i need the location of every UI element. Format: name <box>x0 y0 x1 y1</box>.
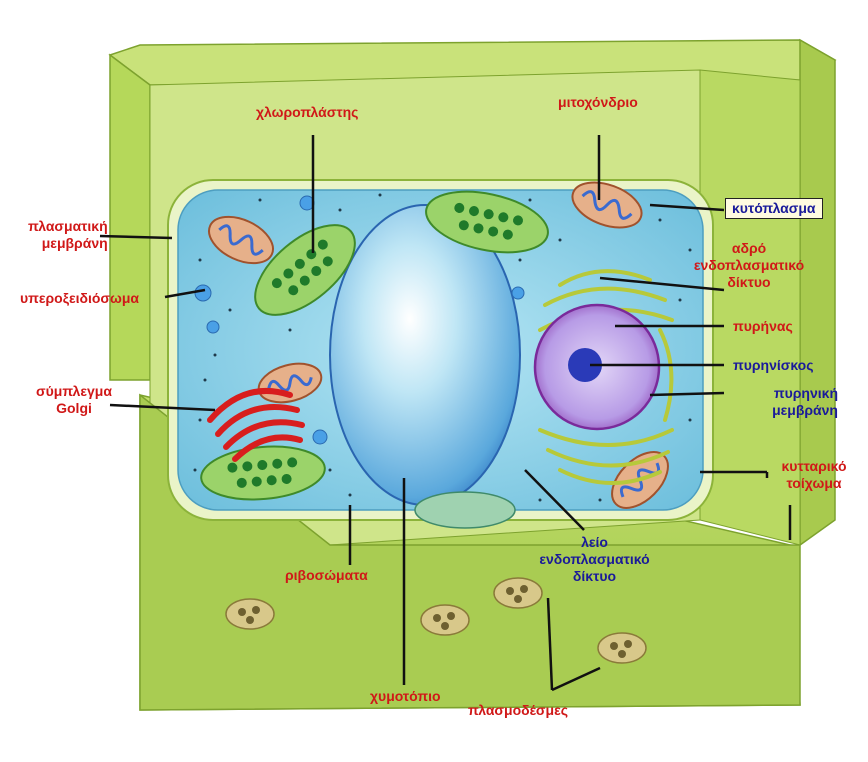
label-rough-er-line1: αδρό <box>731 240 767 256</box>
label-nuclear-membrane-line2: μεμβράνη <box>772 402 838 418</box>
plasmodesmata-pits <box>225 577 647 664</box>
label-rough-er: αδρό ενδοπλασματικό δίκτυο <box>684 240 814 291</box>
label-nucleolus: πυρηνίσκος <box>733 357 814 373</box>
label-plasmodesmata: πλασμοδέσμες <box>468 702 568 718</box>
label-peroxisome: υπεροξειδιόσωμα <box>20 290 139 306</box>
label-smooth-er-line3: δίκτυο <box>572 568 617 584</box>
label-chloroplast: χλωροπλάστης <box>256 104 359 120</box>
label-smooth-er-line1: λείο <box>581 534 608 550</box>
label-mitochondrion: μιτοχόνδριο <box>558 94 638 110</box>
golgi-apparatus <box>207 387 305 462</box>
label-smooth-er: λείο ενδοπλασματικό δίκτυο <box>527 534 662 585</box>
label-nuclear-membrane: πυρηνική μεμβράνη <box>733 385 838 419</box>
label-plasma-membrane-line1: πλασματική <box>28 218 108 234</box>
label-rough-er-line3: δίκτυο <box>727 274 771 290</box>
label-smooth-er-line2: ενδοπλασματικό <box>539 551 650 567</box>
label-vacuole: χυμοτόπιο <box>370 688 441 704</box>
label-golgi-line1: σύμπλεγμα <box>36 383 112 399</box>
label-ribosomes: ριβοσώματα <box>285 567 368 583</box>
label-rough-er-line2: ενδοπλασματικό <box>693 257 805 273</box>
chloroplasts <box>200 190 549 529</box>
label-cell-wall-line1: κυτταρικό <box>781 458 847 474</box>
label-nucleus: πυρήνας <box>733 318 793 334</box>
nucleus <box>533 303 661 431</box>
ribosomes <box>193 193 692 502</box>
label-cell-wall: κυτταρικό τοίχωμα <box>772 458 856 492</box>
label-cytoplasm: κυτόπλασμα <box>725 198 823 219</box>
leader-lines <box>99 135 792 692</box>
nucleolus <box>568 348 602 382</box>
label-plasma-membrane: πλασματική μεμβράνη <box>28 218 108 252</box>
label-golgi: σύμπλεγμα Golgi <box>36 383 112 417</box>
label-plasma-membrane-line2: μεμβράνη <box>41 235 108 251</box>
label-cell-wall-line2: τοίχωμα <box>786 475 842 491</box>
label-golgi-line2: Golgi <box>56 400 92 416</box>
mitochondria <box>208 181 669 509</box>
label-nuclear-membrane-line1: πυρηνική <box>773 385 838 401</box>
